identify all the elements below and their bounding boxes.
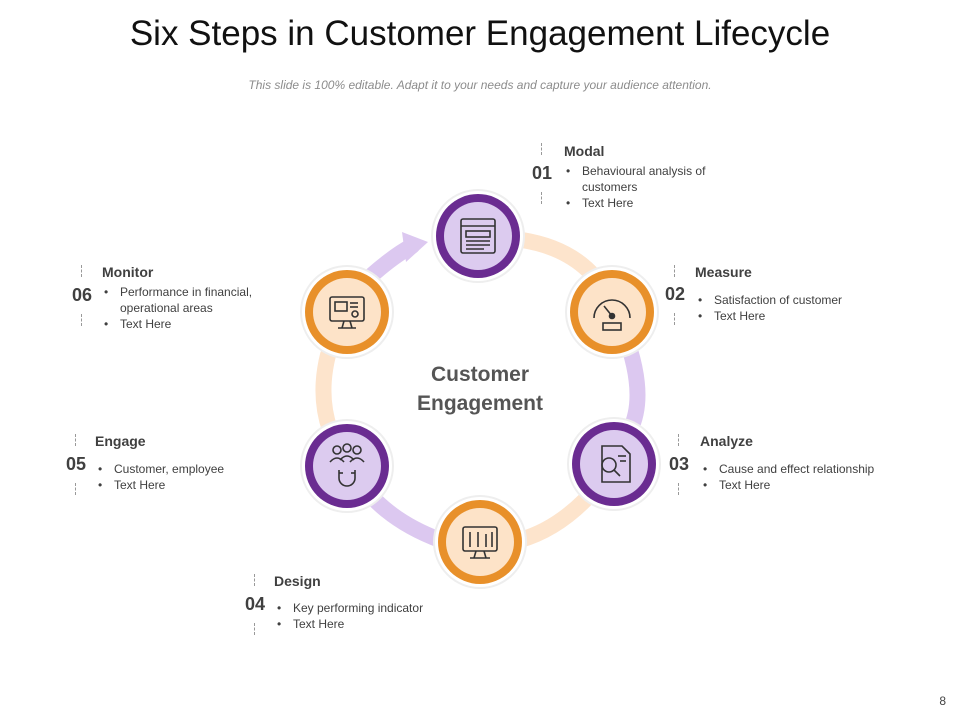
step-03: 03 Analyze Cause and effect relationship… <box>664 431 904 501</box>
step-03-number: 03 <box>668 454 690 474</box>
speedometer-icon <box>593 299 631 331</box>
step-05-dash-bottom <box>75 483 78 495</box>
step-04: 04 Design Key performing indicator Text … <box>240 571 470 641</box>
step-03-bullet: Text Here <box>701 477 901 493</box>
step-06-bullet: Performance in financial, operational ar… <box>102 284 287 316</box>
step-02-bullet: Satisfaction of customer <box>696 292 896 308</box>
step-01: 01 Modal Behavioural analysis of custome… <box>527 140 757 215</box>
step-03-dash-bottom <box>678 483 681 495</box>
step-01-heading: Modal <box>564 143 605 159</box>
step-06-number: 06 <box>71 285 93 305</box>
step-03-bullets: Cause and effect relationship Text Here <box>701 461 901 493</box>
step-02-bullets: Satisfaction of customer Text Here <box>696 292 896 324</box>
step-06-dash-top <box>81 265 84 277</box>
step-02-circle <box>565 265 659 359</box>
slide-title: Six Steps in Customer Engagement Lifecyc… <box>129 14 831 53</box>
step-02-dash-top <box>674 265 677 277</box>
step-02-number: 02 <box>664 284 686 304</box>
step-06-circle <box>300 265 394 359</box>
monitor-chart-icon <box>329 296 365 329</box>
arc-04-05 <box>367 492 448 548</box>
step-05-heading: Engage <box>95 433 146 449</box>
browser-window-icon <box>460 218 496 254</box>
monitor-design-tools-icon <box>462 526 498 559</box>
step-03-dash-top <box>678 434 681 446</box>
arc-05-06 <box>315 347 338 438</box>
step-01-number: 01 <box>531 163 553 183</box>
center-label-line2: Engagement <box>416 392 544 415</box>
step-04-bullet: Key performing indicator <box>275 600 465 616</box>
center-label: Customer Engagement <box>380 360 580 418</box>
step-02-bullet: Text Here <box>696 308 896 324</box>
step-04-bullets: Key performing indicator Text Here <box>275 600 465 632</box>
step-06-heading: Monitor <box>102 264 154 280</box>
step-05: 05 Engage Customer, employee Text Here <box>61 431 281 501</box>
step-02: 02 Measure Satisfaction of customer Text… <box>660 262 900 332</box>
step-01-dash-top <box>541 143 544 155</box>
step-03-bullet: Cause and effect relationship <box>701 461 901 477</box>
step-05-bullets: Customer, employee Text Here <box>96 461 276 493</box>
step-05-number: 05 <box>65 454 87 474</box>
document-search-icon <box>601 445 631 483</box>
step-04-bullet: Text Here <box>275 616 465 632</box>
step-02-dash-bottom <box>674 313 677 325</box>
step-02-heading: Measure <box>695 264 752 280</box>
step-01-dash-bottom <box>541 192 544 204</box>
step-05-dash-top <box>75 434 78 446</box>
step-04-heading: Design <box>274 573 321 589</box>
step-05-bullet: Customer, employee <box>96 461 276 477</box>
step-06-bullets: Performance in financial, operational ar… <box>102 284 287 332</box>
arc-02-03 <box>622 342 646 438</box>
step-04-number: 04 <box>244 594 266 614</box>
step-01-bullets: Behavioural analysis of customers Text H… <box>564 163 734 211</box>
step-01-circle <box>431 189 525 283</box>
step-01-bullet: Behavioural analysis of customers <box>564 163 734 195</box>
page-number: 8 <box>939 694 946 708</box>
step-04-dash-bottom <box>254 623 257 635</box>
step-05-bullet: Text Here <box>96 477 276 493</box>
step-04-circle <box>433 495 527 589</box>
step-04-dash-top <box>254 574 257 586</box>
arc-03-04 <box>512 492 593 548</box>
step-06-bullet: Text Here <box>102 316 287 332</box>
center-label-line1: Customer <box>430 363 530 386</box>
step-05-circle <box>300 419 394 513</box>
step-06-dash-bottom <box>81 314 84 326</box>
step-03-circle <box>567 417 661 511</box>
step-06: 06 Monitor Performance in financial, ope… <box>67 262 297 337</box>
slide-subtitle: This slide is 100% editable. Adapt it to… <box>248 78 712 92</box>
people-magnet-icon <box>329 443 365 487</box>
cycle-arrowhead <box>402 232 428 262</box>
step-03-heading: Analyze <box>700 433 753 449</box>
step-01-bullet: Text Here <box>564 195 734 211</box>
